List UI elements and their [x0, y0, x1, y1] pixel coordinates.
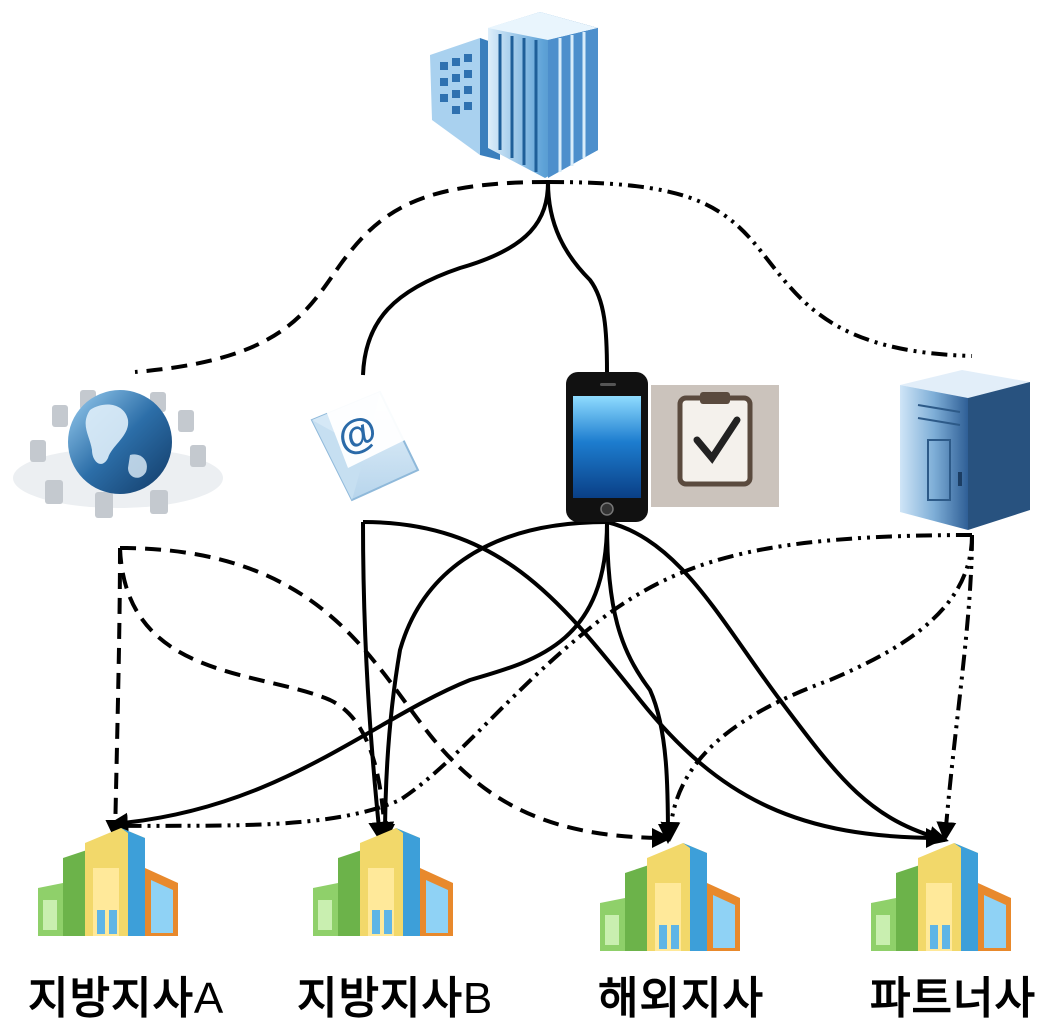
- hq-to-videoconf-line: [134, 180, 549, 374]
- hq-building-icon: [430, 12, 598, 178]
- mobile-to-branch-a-line: [108, 521, 609, 833]
- branch-building-icon: [600, 843, 740, 951]
- email-envelope-icon: @: [310, 384, 420, 502]
- hq-to-email-line: [361, 181, 550, 376]
- branch-b-label: 지방지사B: [297, 973, 494, 1024]
- videoconf-to-branch-a-line: [105, 547, 126, 840]
- branch-building-icon: [38, 828, 178, 936]
- partner-label: 파트너사: [870, 973, 1036, 1024]
- mobile-to-partner-line: [606, 520, 949, 846]
- hq-connectors: [134, 180, 973, 376]
- server-to-partner-line: [936, 534, 974, 842]
- branch-connectors: [105, 520, 974, 848]
- smartphone-icon: [566, 372, 648, 522]
- email-to-branch-b-line: [361, 521, 389, 842]
- videoconf-to-branch-b-line: [118, 547, 395, 842]
- checklist-approval-icon: [651, 385, 779, 507]
- branch-building-icon: [313, 828, 453, 936]
- server-icon: [900, 370, 1030, 530]
- email-to-partner-line: [362, 520, 946, 848]
- branch-buildings: [38, 828, 1011, 951]
- server-to-branch-a-line: [114, 533, 973, 828]
- mobile-to-branch-b-line: [375, 520, 608, 844]
- globe-conference-icon: [13, 390, 223, 518]
- branch-a-label: 지방지사A: [28, 973, 225, 1024]
- branch-building-icon: [871, 843, 1011, 951]
- overseas-branch-label: 해외지사: [598, 973, 764, 1024]
- hq-to-mobile-line: [546, 181, 609, 373]
- server-to-overseas-line: [660, 534, 974, 842]
- hq-to-server-line: [547, 180, 973, 358]
- mobile-to-overseas-line: [605, 521, 678, 844]
